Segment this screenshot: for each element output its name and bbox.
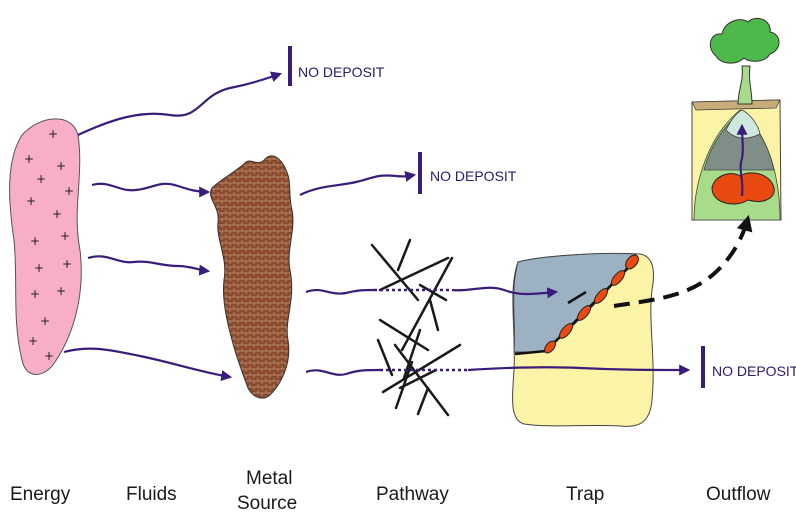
svg-text:+: + xyxy=(24,152,34,166)
label-pathway: Pathway xyxy=(376,484,449,506)
fluid-arrow-energy-top xyxy=(78,74,280,135)
label-outflow: Outflow xyxy=(706,484,770,506)
fluid-arrow-metal-top xyxy=(300,175,414,195)
no-deposit-bar-3 xyxy=(701,346,705,388)
svg-text:+: + xyxy=(28,334,38,348)
svg-text:+: + xyxy=(62,257,72,271)
no-deposit-label-1: NO DEPOSIT xyxy=(298,64,384,80)
svg-text:+: + xyxy=(64,184,74,198)
fluid-arrow-energy-4 xyxy=(64,349,230,377)
label-energy: Energy xyxy=(10,484,70,506)
fluid-arrow-metal-low-a xyxy=(306,370,380,375)
metal-source-body xyxy=(210,156,292,398)
label-metal-source-2: Source xyxy=(237,493,297,515)
energy-body: + ++ ++ ++ ++ ++ ++ ++ + xyxy=(10,119,82,375)
svg-text:+: + xyxy=(30,234,40,248)
label-trap: Trap xyxy=(566,484,604,506)
svg-text:+: + xyxy=(56,284,66,298)
fluid-arrow-energy-2 xyxy=(92,184,208,192)
outflow-block xyxy=(692,18,781,220)
svg-text:+: + xyxy=(34,261,44,275)
svg-text:+: + xyxy=(48,127,58,141)
svg-text:+: + xyxy=(40,314,50,328)
svg-text:+: + xyxy=(30,287,40,301)
svg-text:+: + xyxy=(26,194,36,208)
no-deposit-label-3: NO DEPOSIT xyxy=(712,363,796,379)
svg-text:+: + xyxy=(52,207,62,221)
label-fluids: Fluids xyxy=(126,484,177,506)
fluid-arrow-energy-3 xyxy=(88,256,208,271)
fluid-arrow-metal-mid-a xyxy=(306,290,374,294)
no-deposit-label-2: NO DEPOSIT xyxy=(430,168,516,184)
svg-text:+: + xyxy=(56,159,66,173)
trap-block xyxy=(513,253,654,427)
label-metal-source-1: Metal xyxy=(246,468,292,490)
svg-text:+: + xyxy=(36,172,46,186)
svg-text:+: + xyxy=(60,229,70,243)
tree-icon xyxy=(710,18,779,104)
no-deposit-bar-2 xyxy=(418,152,422,194)
svg-text:+: + xyxy=(44,349,54,363)
fault-network xyxy=(372,240,460,415)
no-deposit-bar-1 xyxy=(288,46,292,86)
